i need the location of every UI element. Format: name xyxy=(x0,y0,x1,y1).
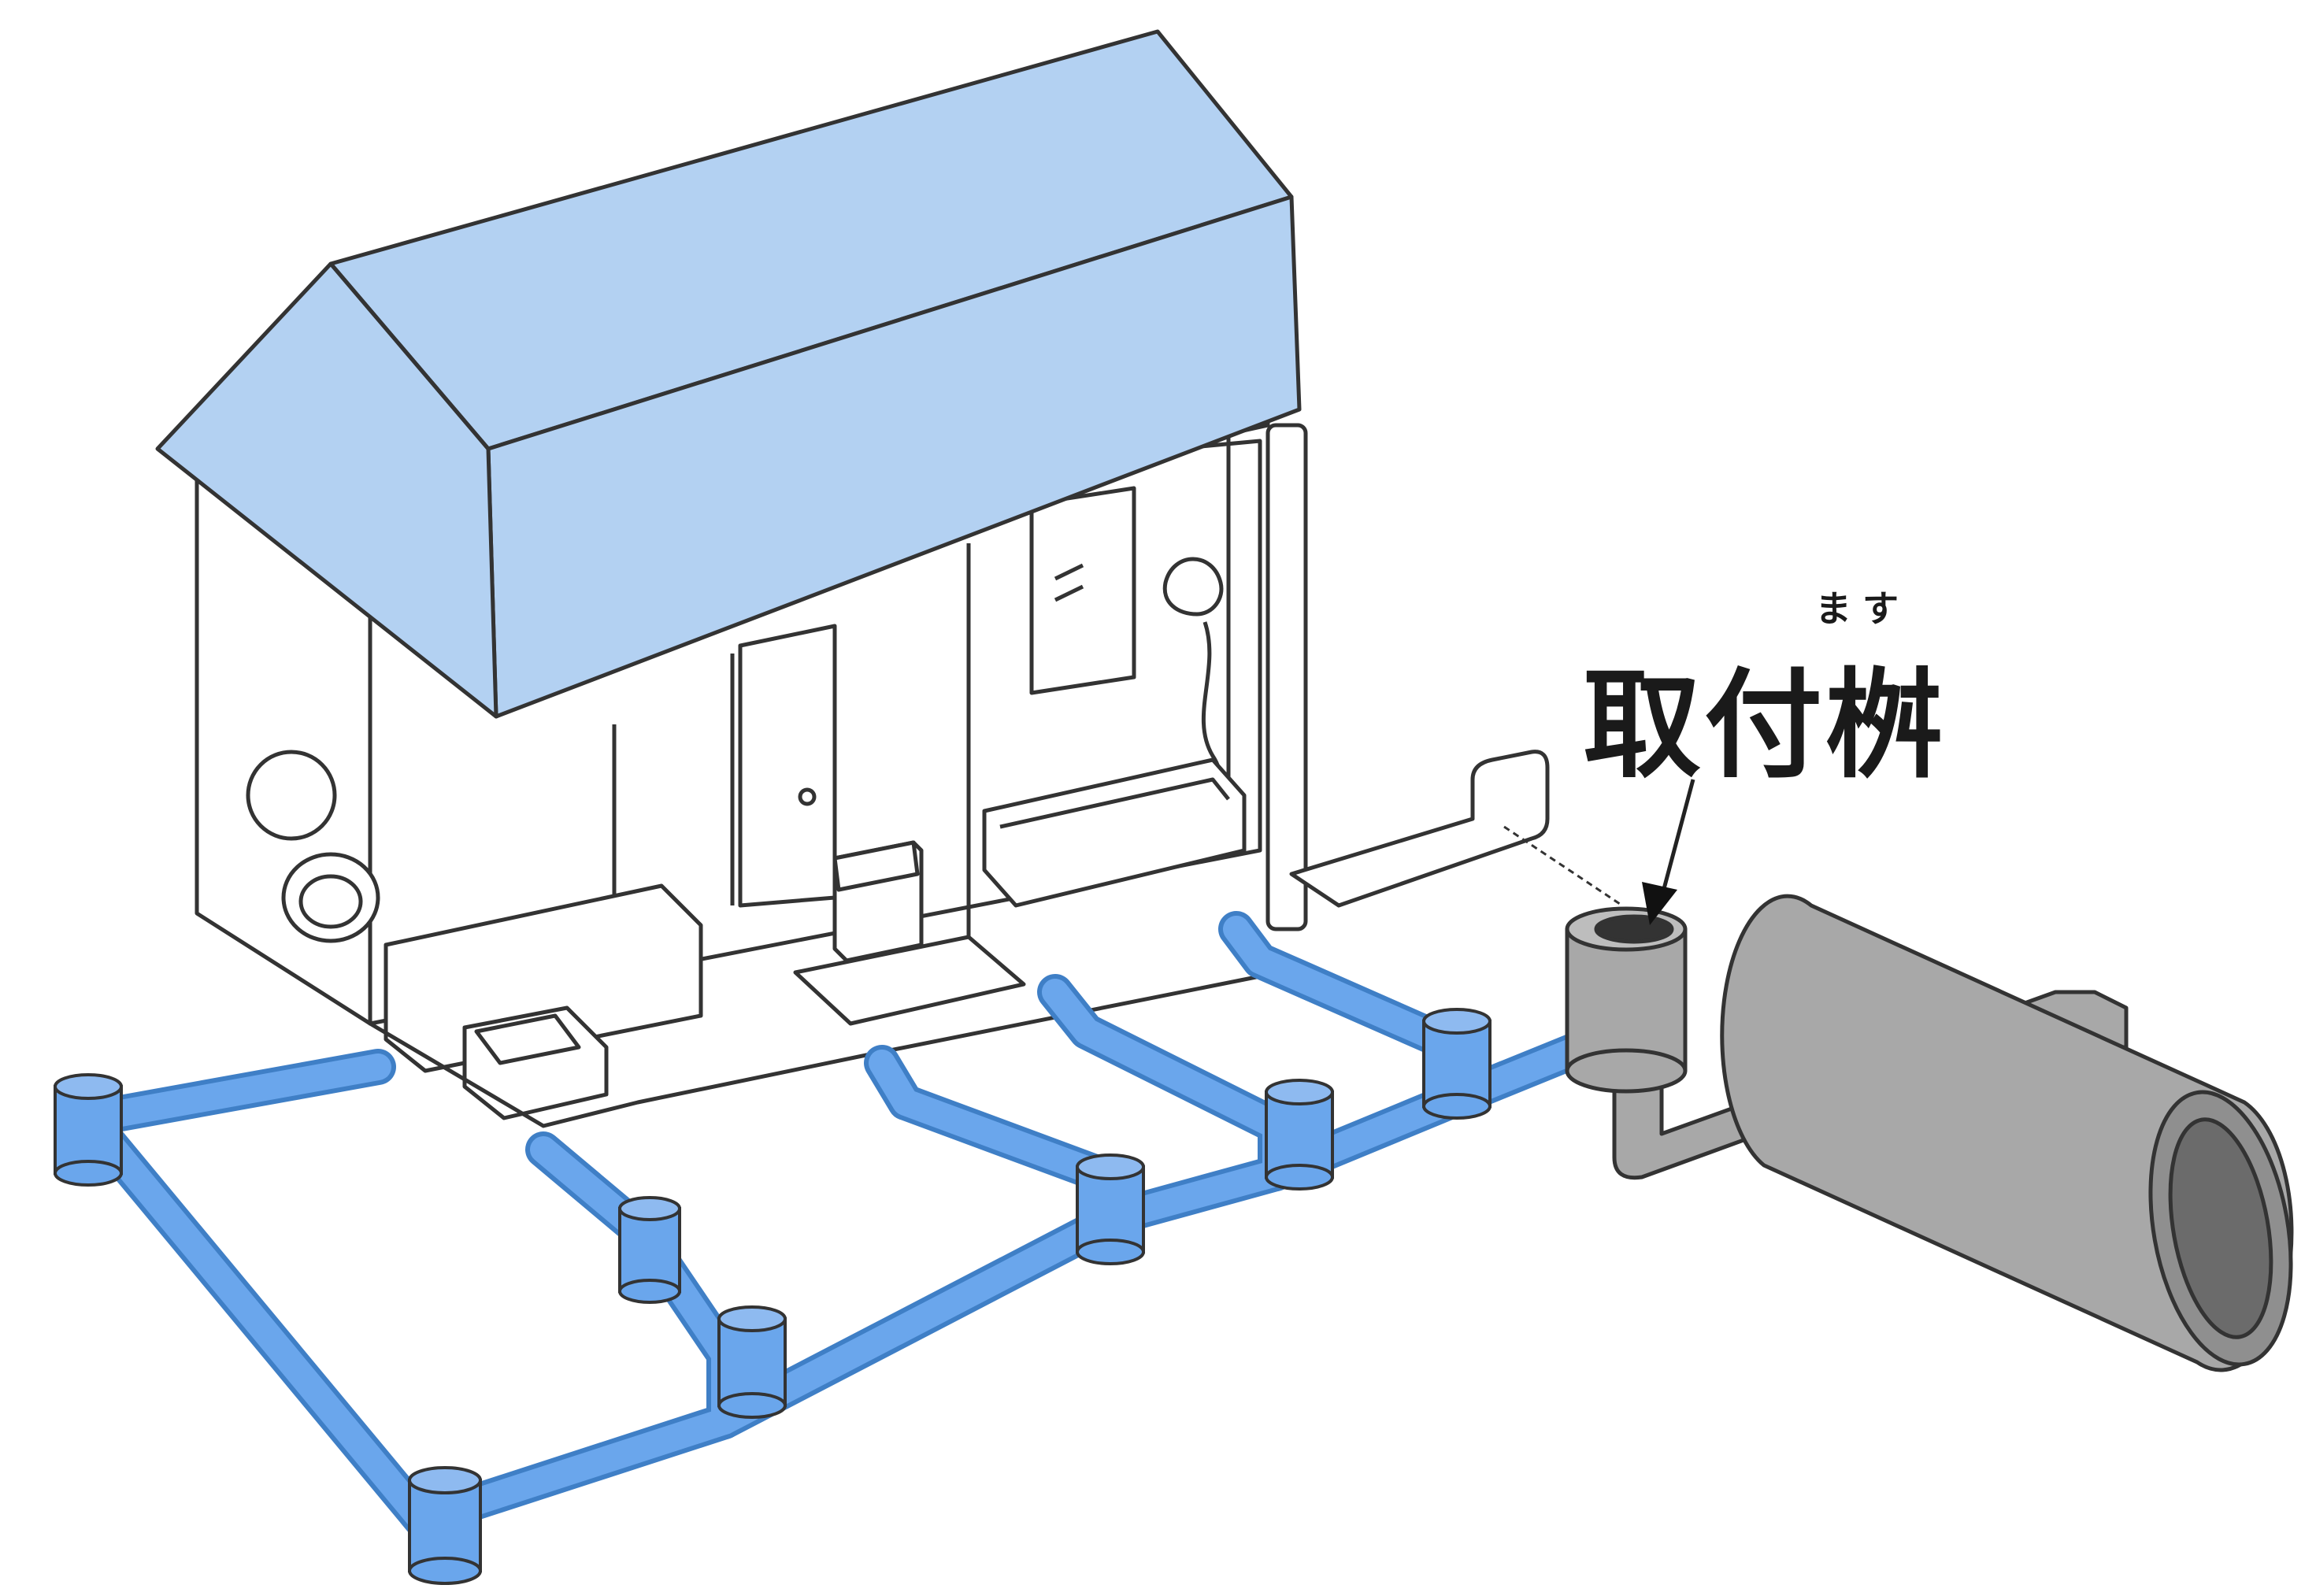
house-mirror xyxy=(1029,486,1136,695)
label-ruby-text: ます xyxy=(1815,587,1910,630)
roof xyxy=(155,29,1302,719)
inspection-box xyxy=(1076,1153,1145,1265)
house-door xyxy=(738,624,837,908)
inspection-box xyxy=(618,1196,681,1304)
bath-floor xyxy=(793,935,1026,1026)
inspection-box xyxy=(408,1466,482,1585)
label-arrow xyxy=(1642,779,1695,925)
sewer-pipe-body xyxy=(1720,894,2294,1372)
inspection-box xyxy=(1422,1008,1492,1120)
attachment-box xyxy=(1565,906,1688,1094)
shower-head xyxy=(1162,557,1224,617)
house-floor-line xyxy=(369,974,1261,1128)
inspection-box xyxy=(54,1073,123,1187)
attachment-box-label: 取付桝 xyxy=(1583,657,1947,794)
rain-pipe xyxy=(1265,423,1308,931)
inspection-box xyxy=(1265,1079,1334,1191)
inspection-box xyxy=(717,1305,787,1419)
door-knob xyxy=(798,787,817,806)
inspection-boxes xyxy=(54,1008,1492,1585)
kitchen-counter xyxy=(384,883,703,1073)
round-window xyxy=(246,750,337,841)
outdoor-pipe xyxy=(1289,750,1550,908)
leader-line-dashed xyxy=(1503,825,1623,907)
sewer-main xyxy=(1565,894,2294,1372)
drain-pipes xyxy=(76,911,1601,1538)
bathtub xyxy=(982,757,1247,908)
